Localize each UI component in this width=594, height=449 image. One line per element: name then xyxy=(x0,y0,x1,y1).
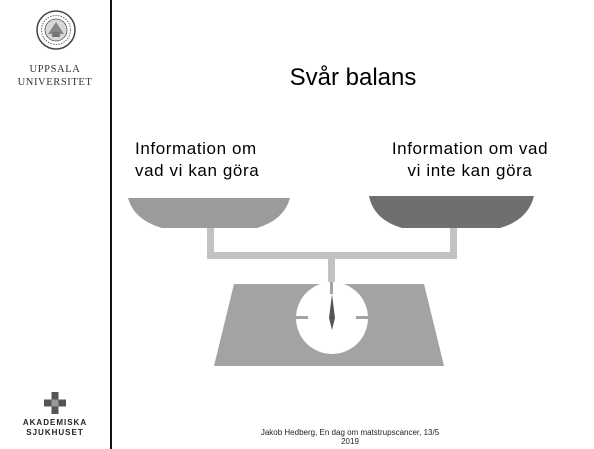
dial-needle xyxy=(329,294,335,330)
scale-center-post xyxy=(328,252,335,285)
akademiska-cross-icon xyxy=(44,392,66,414)
university-name: UPPSALA UNIVERSITET xyxy=(17,64,93,88)
left-caption: Information om vad vi kan göra xyxy=(135,139,260,180)
sidebar: UPPSALA UNIVERSITET AKADEMISKA SJUKHUSET xyxy=(0,0,110,449)
dial-tick-right xyxy=(356,316,368,319)
scale-right-post xyxy=(450,218,457,258)
uppsala-university-seal-icon xyxy=(36,10,76,50)
right-caption: Information om vad vi inte kan göra xyxy=(391,139,549,180)
hospital-name: AKADEMISKA SJUKHUSET xyxy=(22,418,88,437)
dial-tick-top xyxy=(330,282,333,294)
dial-tick-left xyxy=(296,316,308,319)
scale-left-post xyxy=(207,218,214,258)
slide-footer: Jakob Hedberg, En dag om matstrupscancer… xyxy=(260,428,440,446)
sidebar-divider xyxy=(110,0,112,449)
slide-title: Svår balans xyxy=(289,64,417,91)
scale-left-pan xyxy=(128,198,290,228)
balance-scale-illustration xyxy=(128,196,534,366)
scale-right-pan xyxy=(369,196,534,228)
